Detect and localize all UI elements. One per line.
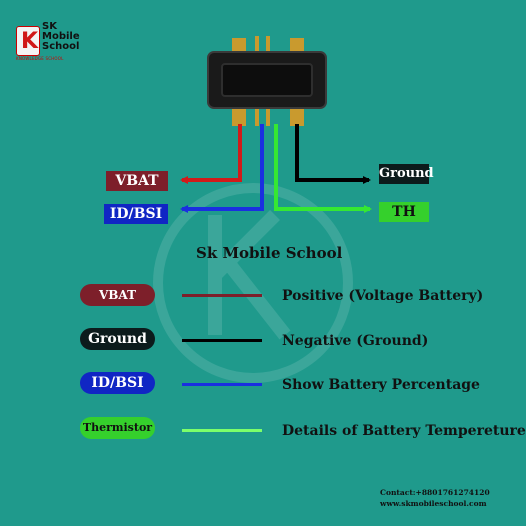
logo-text-sk: SK bbox=[42, 21, 57, 32]
vbat-tag-label: VBAT bbox=[115, 173, 159, 189]
ground-tag: Ground bbox=[379, 164, 434, 184]
legend-pill-vbat-label: VBAT bbox=[98, 288, 137, 302]
legend-pill-thermistor: Thermistor bbox=[80, 417, 155, 439]
logo-badge: K bbox=[16, 26, 40, 56]
logo-tagline: KNOWLEDGE SCHOOL bbox=[16, 56, 64, 61]
legend-pill-thermistor-label: Thermistor bbox=[82, 421, 153, 434]
connector-pin-bottom-3 bbox=[266, 104, 270, 126]
legend-pill-ground: Ground bbox=[80, 328, 155, 350]
connector-pin-top-2 bbox=[255, 36, 259, 56]
watermark bbox=[153, 183, 353, 383]
legend-text-id-bsi: Show Battery Percentage bbox=[282, 377, 480, 393]
th-wire bbox=[274, 124, 372, 213]
th-tag: TH bbox=[379, 202, 429, 222]
connector-pin-top-3 bbox=[266, 36, 270, 56]
legend-line-vbat bbox=[182, 294, 262, 297]
logo-text-school: School bbox=[42, 41, 80, 52]
connector-socket bbox=[221, 63, 313, 97]
sk-mobile-school-logo: K SK Mobile School KNOWLEDGE SCHOOL bbox=[14, 21, 80, 62]
legend-line-thermistor bbox=[182, 429, 262, 432]
legend-text-vbat: Positive (Voltage Battery) bbox=[282, 288, 484, 304]
vbat-wire bbox=[180, 124, 242, 184]
connector-pin-bottom-2 bbox=[255, 104, 259, 126]
footer-website: www.skmobileschool.com bbox=[380, 499, 487, 508]
vbat-tag: VBAT bbox=[106, 171, 168, 191]
legend-pill-ground-label: Ground bbox=[88, 331, 147, 347]
th-tag-label: TH bbox=[392, 204, 416, 220]
diagram-title: Sk Mobile School bbox=[196, 244, 343, 262]
ground-tag-label: Ground bbox=[379, 166, 434, 181]
logo-letter: K bbox=[21, 29, 39, 54]
legend-pill-id-bsi: ID/BSI bbox=[80, 372, 155, 394]
id-bsi-wire bbox=[180, 124, 264, 213]
logo-text-mobile: Mobile bbox=[42, 31, 80, 42]
legend-text-thermistor: Details of Battery Tempereture bbox=[282, 423, 526, 439]
ground-wire bbox=[295, 124, 371, 184]
id-bsi-tag: ID/BSI bbox=[104, 204, 168, 224]
legend-text-ground: Negative (Ground) bbox=[282, 333, 429, 349]
legend-pill-vbat: VBAT bbox=[80, 284, 155, 306]
footer-contact: Contact:+8801761274120 bbox=[380, 488, 490, 497]
legend-pill-id-bsi-label: ID/BSI bbox=[91, 375, 144, 391]
connector-pin-bottom-1 bbox=[232, 104, 246, 126]
battery-connector bbox=[207, 36, 327, 126]
legend-line-ground bbox=[182, 339, 262, 342]
connector-pin-bottom-4 bbox=[290, 104, 304, 126]
legend-line-id-bsi bbox=[182, 383, 262, 386]
id-bsi-tag-label: ID/BSI bbox=[109, 206, 163, 222]
